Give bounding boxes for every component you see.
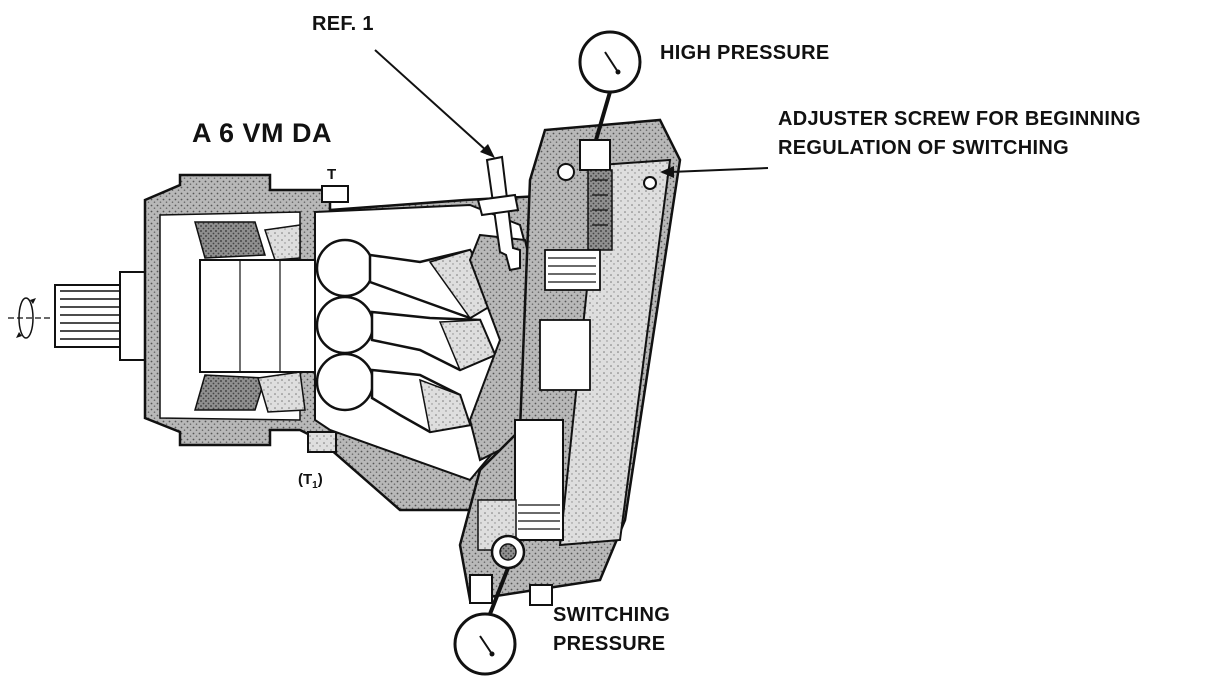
port-t1-label: (T1) [298,471,323,492]
ref-1-arrow [374,49,495,158]
control-valve-assembly [458,118,682,606]
ref-1-label: REF. 1 [312,13,374,35]
high-pressure-label: HIGH PRESSURE [660,42,830,64]
piston-1 [315,238,502,320]
rotation-symbol [8,297,50,339]
high-pressure-gauge-icon [578,30,642,141]
ref-1-probe [476,155,521,272]
switching-label-line1: SWITCHING [553,604,671,626]
port-t1-close: ) [317,471,323,488]
adjuster-label-line1: ADJUSTER SCREW FOR BEGINNING [778,108,1141,130]
port-t1-subscript: 1 [312,480,318,491]
adjuster-arrow [660,166,769,178]
port-t-label: T [327,166,337,183]
adjuster-label-line2: REGULATION OF SWITCHING [778,137,1069,159]
piston-3 [315,352,472,434]
port-t1-open: (T [298,471,313,488]
model-title: A 6 VM DA [192,118,333,148]
piston-2 [315,295,497,372]
switching-label-line2: PRESSURE [553,633,666,655]
piston-group [314,203,547,482]
switching-pressure-gauge-icon [453,567,517,676]
